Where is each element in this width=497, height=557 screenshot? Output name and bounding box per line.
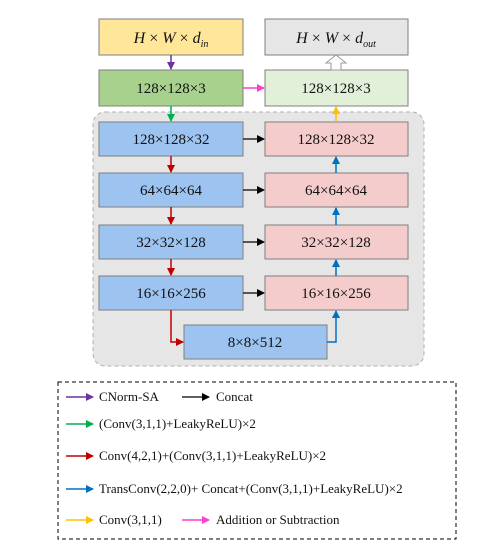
legend-label-addition: Addition or Subtraction: [216, 512, 340, 527]
output-shape-box: [264, 18, 409, 56]
legend-label-upsample: TransConv(2,2,0)+ Concat+(Conv(3,1,1)+Le…: [99, 481, 403, 496]
encoder-block-3-label: 32×32×128: [136, 235, 205, 251]
encoder-block-4-label: 16×16×256: [136, 286, 206, 302]
encoder-block-2-label: 64×64×64: [140, 183, 202, 199]
output-shape-label: H×W×dout: [295, 30, 376, 50]
encoder-block-1-label: 128×128×32: [133, 132, 210, 148]
legend-label-conv-out: Conv(3,1,1): [99, 512, 162, 527]
legend-label-concat: Concat: [216, 389, 253, 404]
decoder-block-3: [264, 224, 409, 260]
decoder-block-2-label: 64×64×64: [305, 183, 367, 199]
decoder-block-1: [264, 121, 409, 157]
legend-label-cnorm-sa: CNorm-SA: [99, 389, 160, 404]
input-shape-label: H×W×din: [133, 30, 209, 50]
legend-box: [57, 381, 457, 540]
legend-label-downsample: Conv(4,2,1)+(Conv(3,1,1)+LeakyReLU)×2: [99, 448, 326, 463]
input-128-box: [98, 69, 244, 107]
input-128-label: 128×128×3: [136, 81, 205, 97]
legend-label-conv-leaky: (Conv(3,1,1)+LeakyReLU)×2: [99, 416, 256, 431]
arrow-up-1: [327, 310, 340, 343]
decoder-block-3-label: 32×32×128: [301, 235, 370, 251]
output-128-box: [264, 69, 409, 107]
arrow-hollow-output: [324, 54, 348, 71]
arrow-down-4: [170, 310, 184, 346]
decoder-block-4: [264, 275, 409, 311]
decoder-block-2: [264, 172, 409, 208]
input-shape-box: [98, 18, 244, 56]
decoder-block-1-label: 128×128×32: [298, 132, 375, 148]
bottleneck-block-label: 8×8×512: [228, 335, 282, 351]
decoder-block-4-label: 16×16×256: [301, 286, 371, 302]
output-128-label: 128×128×3: [301, 81, 370, 97]
encoder-block-1: [98, 121, 244, 157]
